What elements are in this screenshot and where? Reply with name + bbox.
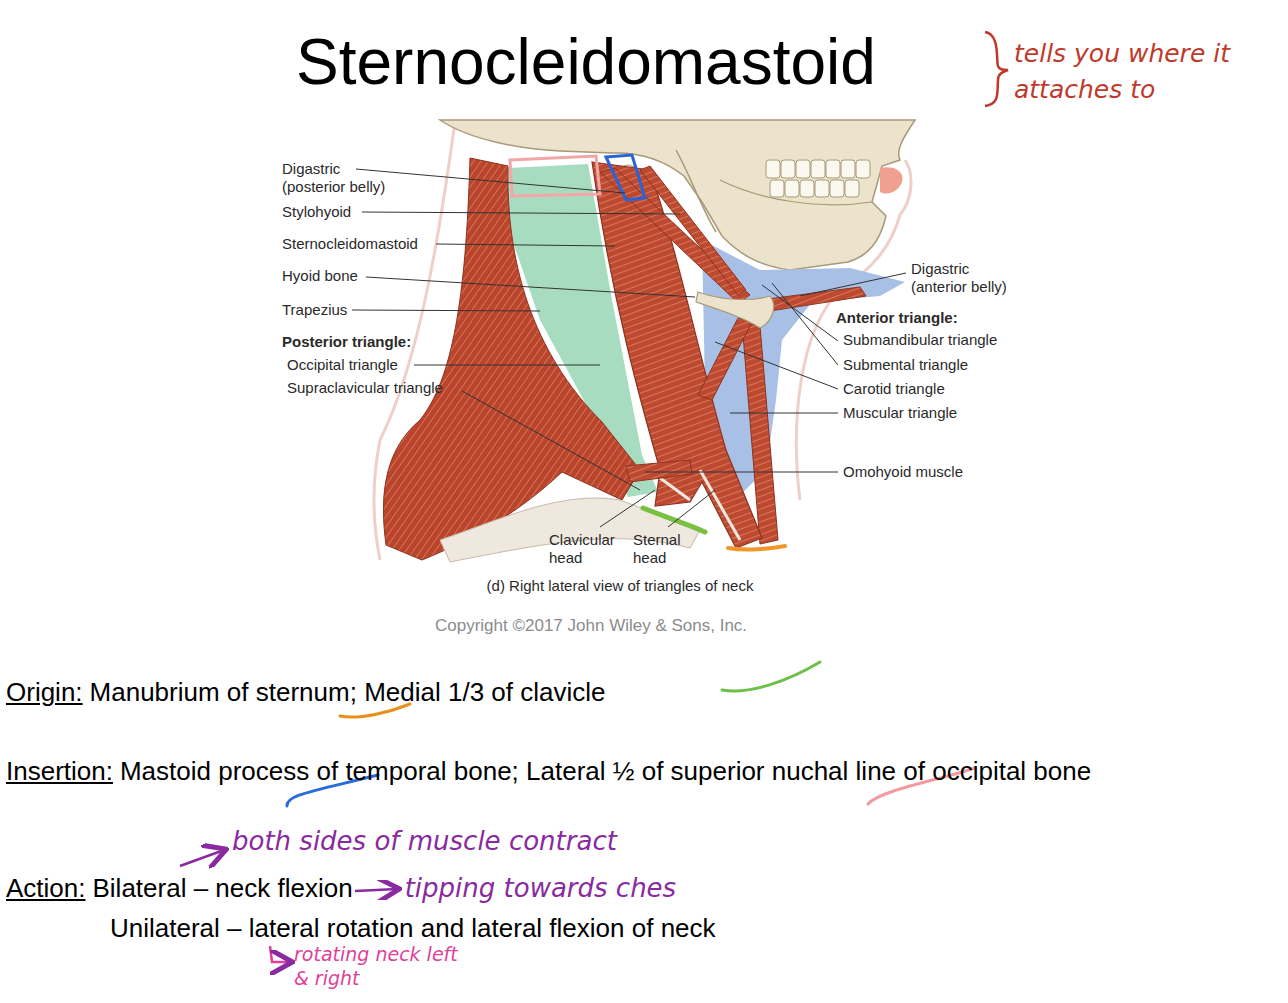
- illustration-shape: [414, 365, 600, 366]
- illustration-shape: [856, 160, 870, 178]
- part-label: Clavicular head: [549, 531, 627, 567]
- illustration-shape: [781, 160, 795, 178]
- figure-caption: (d) Right lateral view of triangles of n…: [470, 577, 770, 595]
- handwritten-note: tipping towards ches: [405, 873, 677, 903]
- part-label: Hyoid bone: [282, 267, 358, 285]
- illustration-shape: [366, 277, 695, 297]
- illustration-shape: [600, 490, 655, 527]
- title: Sternocleidomastoid: [296, 24, 876, 100]
- illustration-shape: [730, 413, 838, 414]
- body-text: Bilateral – neck flexion: [93, 873, 353, 903]
- text-line: Action:Bilateral – neck flexion tipping t…: [6, 869, 1246, 908]
- illustration-shape: [841, 160, 855, 178]
- part-label: Digastric (posterior belly): [282, 160, 404, 196]
- illustration-shape: [180, 850, 224, 866]
- illustration-shape: [845, 180, 859, 197]
- illustration-shape: [826, 160, 840, 178]
- illustration-shape: [766, 160, 780, 178]
- body-text: Unilateral – lateral rotation and latera…: [110, 913, 716, 943]
- illustration-shape: [815, 180, 829, 197]
- illustration-shape: [356, 169, 625, 193]
- part-label: Sternal head: [633, 531, 693, 567]
- field-heading: Insertion:: [6, 756, 113, 786]
- text-line: Insertion:Mastoid process of temporal bo…: [6, 752, 1206, 791]
- handwritten-note: rotating neck left & right: [294, 942, 459, 990]
- illustration-shape: [362, 212, 680, 214]
- illustration-shape: [606, 155, 645, 200]
- illustration-shape: [770, 180, 784, 197]
- body-text: Mastoid process of temporal bone; Latera…: [120, 756, 1091, 786]
- part-label: Trapezius: [282, 301, 347, 319]
- illustration-shape: [785, 180, 799, 197]
- illustration-shape: [355, 889, 397, 891]
- part-label: Carotid triangle: [843, 380, 945, 398]
- group-heading: Posterior triangle:: [282, 333, 411, 351]
- illustration-shape: [640, 166, 746, 295]
- part-label: Sternocleidomastoid: [282, 235, 418, 253]
- illustration-shape: [800, 180, 814, 197]
- part-label: Submandibular triangle: [843, 331, 997, 349]
- illustration-shape: [668, 490, 715, 527]
- arrow-mark: [353, 880, 405, 900]
- illustration-shape: [698, 318, 752, 400]
- illustration-shape: [462, 391, 640, 490]
- illustration-shape: [592, 162, 762, 548]
- field-heading: Action:: [6, 873, 86, 903]
- handwritten-note: both sides of muscle contract: [232, 824, 617, 858]
- illustration-shape: [830, 180, 844, 197]
- illustration-shape: [600, 168, 750, 303]
- illustration-shape: [352, 169, 906, 527]
- illustration-shape: [772, 283, 838, 365]
- illustration-shape: [696, 292, 774, 328]
- text-line: Unilateral – lateral rotation and latera…: [110, 909, 1260, 948]
- part-label: Submental triangle: [843, 356, 968, 374]
- illustration-shape: [880, 167, 903, 193]
- illustration-shape: [760, 287, 866, 311]
- illustration-shape: [645, 472, 838, 473]
- part-label: Omohyoid muscle: [843, 463, 963, 481]
- illustration-shape: [766, 160, 870, 197]
- illustration-shape: [626, 460, 692, 482]
- part-label: Muscular triangle: [843, 404, 957, 422]
- illustration-shape: [722, 662, 820, 691]
- illustration-shape: [762, 285, 838, 341]
- copyright-note: Copyright ©2017 John Wiley & Sons, Inc.: [435, 616, 747, 636]
- illustration-shape: [643, 508, 705, 532]
- field-heading: Origin:: [6, 677, 83, 707]
- illustration-shape: [811, 160, 825, 178]
- part-label: Supraclavicular triangle: [287, 379, 443, 397]
- illustration-shape: [720, 180, 872, 205]
- illustration-shape: [436, 244, 615, 246]
- part-label: Stylohyoid: [282, 203, 351, 221]
- illustration-shape: [728, 546, 785, 549]
- illustration-shape: [800, 273, 906, 296]
- illustration-shape: [715, 342, 838, 389]
- illustration-shape: [985, 32, 1008, 106]
- part-label: Occipital triangle: [287, 356, 398, 374]
- illustration-shape: [270, 946, 290, 962]
- handwritten-note: tells you where it attaches to: [1014, 36, 1276, 108]
- body-text: Manubrium of sternum; Medial 1/3 of clav…: [90, 677, 606, 707]
- group-heading: Anterior triangle:: [836, 309, 958, 327]
- text-line: Origin:Manubrium of sternum; Medial 1/3 …: [6, 673, 1246, 712]
- part-label: Digastric (anterior belly): [911, 260, 1023, 296]
- illustration-shape: [352, 310, 540, 311]
- illustration-shape: [796, 160, 810, 178]
